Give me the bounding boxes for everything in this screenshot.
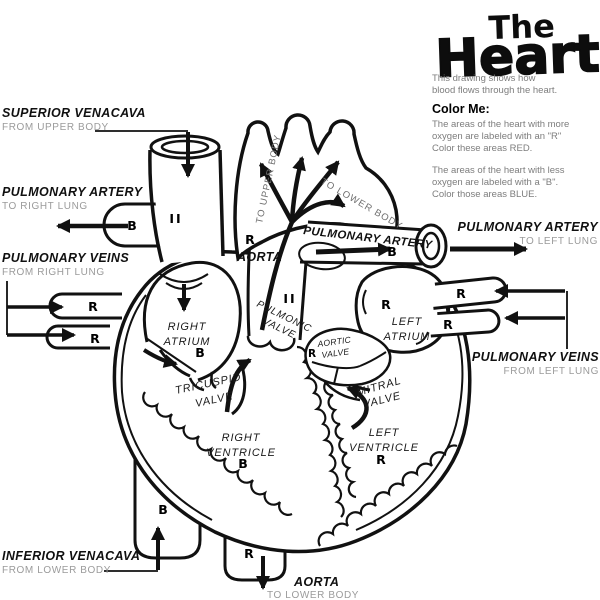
callout-pulmonary-artery-right-title: PULMONARY ARTERY: [2, 185, 144, 199]
marker-pv-left-1: R: [456, 286, 466, 301]
blood-flow-arrows: [7, 132, 565, 590]
aortic-valve-shape: [304, 327, 392, 387]
pulmonary-veins-left-tubes: [430, 276, 508, 338]
label-right-ventricle-2: VENTRICLE: [206, 447, 276, 459]
callout-pulmonary-artery-left-title: PULMONARY ARTERY: [458, 220, 600, 234]
label-right-ventricle-1: RIGHT: [222, 432, 261, 444]
marker-right-atrium: B: [195, 345, 205, 360]
arch-arrow-2: [289, 156, 306, 223]
left-atrium-detail-3: [415, 331, 429, 345]
callout-superior-venacava-subtitle: FROM UPPER BODY: [2, 122, 109, 133]
ra-hatch-1: [159, 273, 209, 283]
lv-to-mitral-arrow: [346, 385, 369, 430]
label-right-atrium-1: RIGHT: [168, 321, 207, 333]
callout-pulmonary-veins-left-subtitle: FROM LEFT LUNG: [504, 366, 599, 377]
svc-opening-inner: [160, 139, 210, 155]
blue-instruction-line-1: The areas of the heart with less: [432, 165, 565, 176]
marker-aorta: R: [245, 232, 255, 247]
scallop-septum-left: [296, 345, 345, 518]
marker-right-ventricle: B: [238, 456, 248, 471]
marker-left-atrium: R: [381, 297, 391, 312]
pa-open-end-outer: [414, 223, 448, 269]
marker-ivc: B: [158, 502, 168, 517]
marker-pv-right-2: R: [90, 331, 100, 346]
scallop-left-ventricle-wall: [317, 444, 458, 547]
marker-pa-trunk: II: [283, 291, 296, 306]
marker-pa-to-left-lung: B: [387, 244, 397, 259]
svc-opening-outer: [149, 134, 221, 160]
marker-left-ventricle: R: [376, 452, 386, 467]
intro-line-2: blood flows through the heart.: [432, 85, 557, 96]
callout-inferior-venacava-subtitle: FROM LOWER BODY: [2, 565, 111, 576]
callout-labels: SUPERIOR VENACAVA FROM UPPER BODY PULMON…: [2, 106, 599, 600]
arch-arrow-1: [258, 162, 294, 224]
label-right-atrium-2: ATRIUM: [163, 336, 211, 348]
rv-to-pulmonic-arrow: [224, 358, 252, 413]
title-line-2: Heart: [434, 24, 600, 90]
callout-pulmonary-artery-left-subtitle: TO LEFT LUNG: [519, 236, 598, 247]
blue-instruction-line-3: Color those areas BLUE.: [432, 189, 537, 200]
label-left-atrium-2: ATRIUM: [383, 331, 431, 343]
marker-aortic-valve: R: [308, 348, 316, 360]
label-aortic-1: AORTIC: [316, 334, 352, 349]
callout-connectors: [6, 130, 568, 572]
arch-arrow-descending: [290, 193, 346, 224]
pa-flow-arrow: [315, 242, 392, 257]
title-block: The Heart: [434, 7, 600, 91]
callout-aorta-lower-title: AORTA: [293, 575, 339, 589]
scallop-right-ventricle-wall: [142, 391, 293, 516]
label-aorta: AORTA: [236, 250, 282, 264]
ra-to-tricuspid-arrow: [142, 348, 178, 368]
superior-venacava-tube: [148, 134, 225, 264]
color-markers: B II R B R R B II R R R R B R B R: [88, 211, 466, 561]
callout-inferior-venacava-title: INFERIOR VENACAVA: [2, 549, 140, 563]
intro-line-1: This drawing shows how: [432, 73, 536, 84]
callout-pulmonary-veins-right-title: PULMONARY VEINS: [2, 251, 129, 265]
label-left-ventricle-1: LEFT: [369, 427, 400, 439]
pulmonic-valve-cusps: [246, 335, 296, 352]
label-left-atrium-1: LEFT: [392, 316, 423, 328]
pa-branch-detail: [298, 241, 346, 271]
label-aortic-2: VALVE: [321, 346, 350, 360]
callout-superior-venacava-title: SUPERIOR VENACAVA: [2, 106, 146, 120]
red-instruction-line-3: Color these areas RED.: [432, 143, 532, 154]
description-block: This drawing shows how blood flows throu…: [432, 73, 569, 200]
pa-open-end-inner: [421, 231, 441, 261]
marker-pv-left-2: R: [443, 317, 453, 332]
ra-hatch-2: [165, 282, 203, 290]
marker-aorta-lower: R: [244, 546, 254, 561]
heart-wall-inner-left: [120, 294, 213, 521]
callout-pulmonary-artery-right-subtitle: TO RIGHT LUNG: [2, 201, 88, 212]
color-me-heading: Color Me:: [432, 102, 490, 116]
blue-instruction-line-2: oxygen are labeled with a "B".: [432, 177, 558, 188]
callout-pulmonary-veins-left-title: PULMONARY VEINS: [472, 350, 599, 364]
marker-svc: II: [169, 211, 182, 226]
marker-pv-right-1: R: [88, 299, 98, 314]
red-instruction-line-2: oxygen are labeled with an "R": [432, 131, 561, 142]
left-atrium-detail-1: [362, 289, 367, 315]
label-left-ventricle-2: VENTRICLE: [349, 442, 419, 454]
red-instruction-line-1: The areas of the heart with more: [432, 119, 569, 130]
title-line-1: The: [488, 7, 556, 47]
aorta-flow-stem: [259, 221, 295, 331]
marker-pa-to-right-lung: B: [127, 218, 137, 233]
callout-pulmonary-veins-right-subtitle: FROM RIGHT LUNG: [2, 267, 105, 278]
callout-aorta-lower-subtitle: TO LOWER BODY: [267, 590, 359, 600]
